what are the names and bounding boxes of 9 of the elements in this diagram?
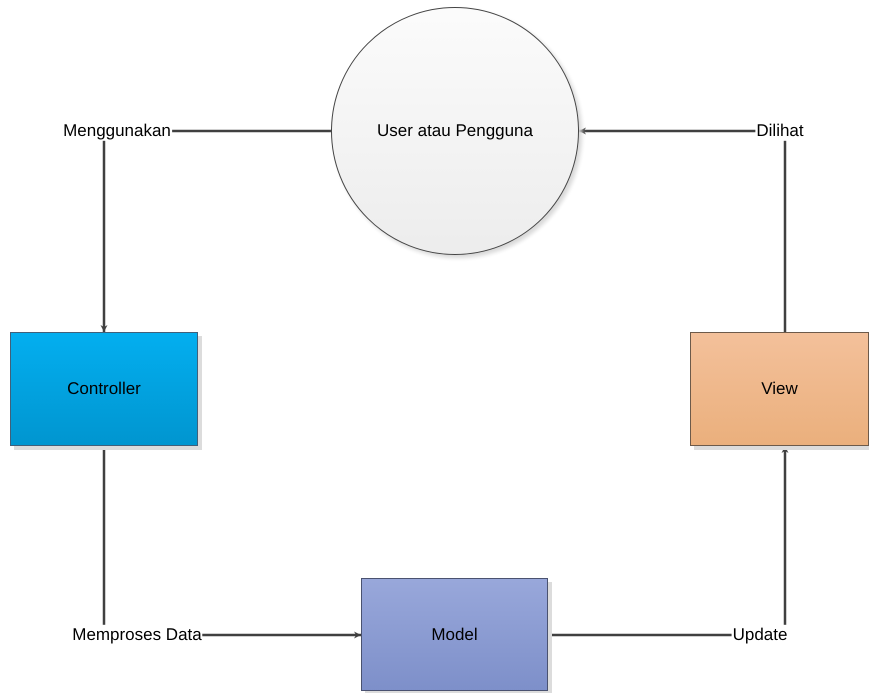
node-label: Model: [430, 624, 479, 644]
node-label: User atau Pengguna: [376, 121, 534, 141]
edge-label: Menggunakan: [62, 120, 172, 142]
arrow: [579, 128, 786, 332]
node-label: Controller: [66, 379, 142, 399]
edge-label: Update: [732, 624, 788, 646]
node-label: View: [760, 379, 799, 399]
edge-label: Dilihat: [755, 120, 805, 142]
edge-label: Memproses Data: [71, 624, 203, 646]
